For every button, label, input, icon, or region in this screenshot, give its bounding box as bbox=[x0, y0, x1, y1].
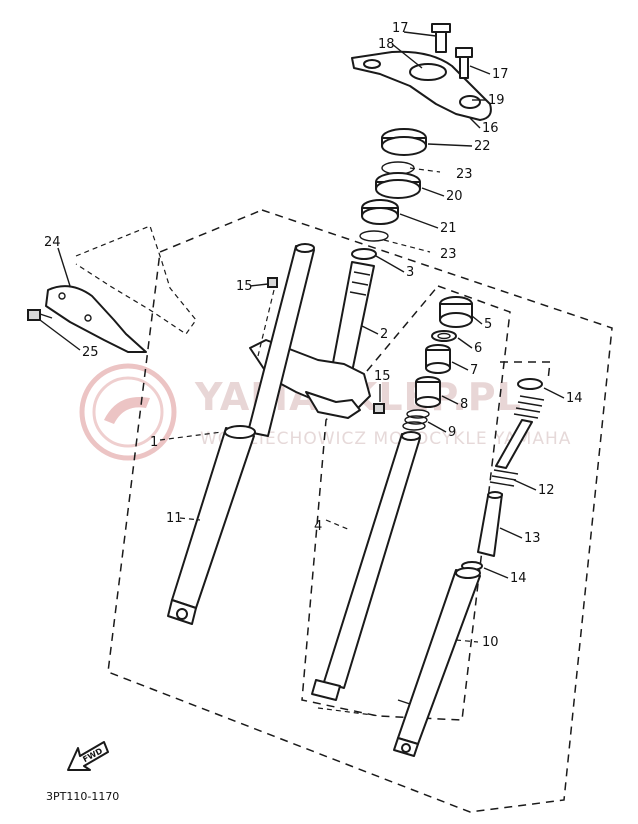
inner-fork-tube-outline bbox=[301, 285, 511, 721]
bolt-15-left bbox=[267, 277, 278, 288]
leader-23a bbox=[409, 167, 441, 173]
leader-23b bbox=[383, 239, 431, 253]
fork-seal-parts-column bbox=[402, 296, 473, 431]
callout-24: 24 bbox=[44, 235, 61, 250]
diagram-code: 3PT110-1170 bbox=[46, 790, 119, 803]
leader-1 bbox=[159, 431, 223, 441]
callout-leaders bbox=[39, 31, 565, 579]
callout-15-left: 15 bbox=[236, 279, 253, 294]
headlight-bracket bbox=[27, 225, 197, 353]
top-bracket-assembly bbox=[351, 23, 492, 121]
callout-14-top: 14 bbox=[566, 391, 583, 406]
callout-15-right: 15 bbox=[374, 369, 391, 384]
callout-19: 19 bbox=[488, 93, 505, 108]
callout-12: 12 bbox=[538, 483, 555, 498]
callout-25: 25 bbox=[82, 345, 99, 360]
outer-assembly-outline bbox=[107, 209, 613, 813]
left-fork-leg bbox=[167, 243, 315, 625]
callout-numbers: 1 2 3 4 5 6 7 8 9 10 11 12 13 14 14 15 1… bbox=[44, 21, 583, 650]
leader-bracket-bottom bbox=[317, 707, 381, 717]
callout-17-top: 17 bbox=[392, 21, 409, 36]
callout-3: 3 bbox=[406, 265, 414, 280]
leader-stem-to-bracket bbox=[257, 289, 275, 357]
callout-18: 18 bbox=[378, 37, 395, 52]
callout-1: 1 bbox=[150, 435, 158, 450]
callout-11: 11 bbox=[166, 511, 183, 526]
callout-9: 9 bbox=[448, 425, 456, 440]
callout-8: 8 bbox=[460, 397, 468, 412]
bolt-15-right bbox=[373, 403, 385, 414]
callout-10: 10 bbox=[482, 635, 499, 650]
callout-22: 22 bbox=[474, 139, 491, 154]
leader-4 bbox=[325, 519, 351, 531]
fwd-arrow-icon: FWD bbox=[67, 741, 109, 771]
center-inner-tube bbox=[311, 431, 421, 701]
callout-16: 16 bbox=[482, 121, 499, 136]
right-fork-leg bbox=[393, 378, 545, 757]
callout-14-bottom: 14 bbox=[510, 571, 527, 586]
callout-13: 13 bbox=[524, 531, 541, 546]
callout-4: 4 bbox=[314, 519, 322, 534]
callout-6: 6 bbox=[474, 341, 482, 356]
callout-23-bottom: 23 bbox=[440, 247, 457, 262]
leader-10 bbox=[455, 639, 479, 643]
damper-rod-outline bbox=[500, 361, 551, 381]
callout-5: 5 bbox=[484, 317, 492, 332]
leader-11 bbox=[179, 517, 201, 521]
callout-20: 20 bbox=[446, 189, 463, 204]
watermark-subtitle: WODZIECHOWICZ MOTOCYKLE YAMAHA bbox=[200, 429, 571, 449]
callout-17-right: 17 bbox=[492, 67, 509, 82]
callout-2: 2 bbox=[380, 327, 388, 342]
steering-bearing-stack bbox=[351, 128, 427, 260]
callout-7: 7 bbox=[470, 363, 478, 378]
callout-21: 21 bbox=[440, 221, 457, 236]
callout-23-top: 23 bbox=[456, 167, 473, 182]
